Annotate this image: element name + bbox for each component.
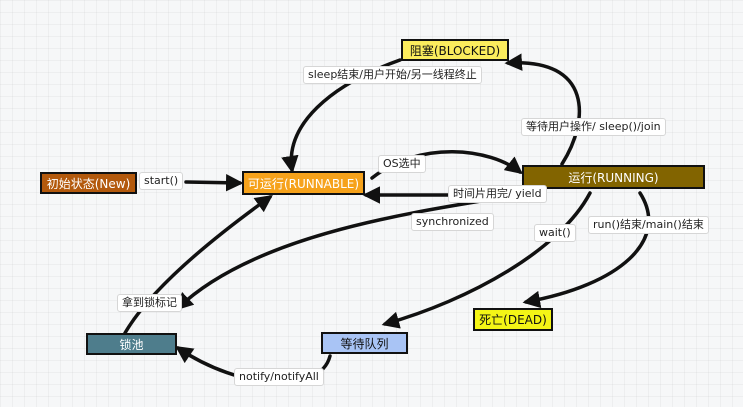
label-synchronized: synchronized [411,213,494,231]
arrow-wait [381,191,592,329]
state-new: 初始状态(New) [40,172,137,194]
state-lock-pool: 锁池 [86,333,177,355]
state-wait-queue-label: 等待队列 [340,336,389,351]
label-notify: notify/notifyAll [234,368,324,386]
state-running-label: 运行(RUNNING) [568,170,659,185]
state-running: 运行(RUNNING) [522,165,705,189]
label-wait: wait() [534,224,576,242]
label-run-end: run()结束/main()结束 [588,216,709,234]
state-runnable: 可运行(RUNNABLE) [242,171,365,195]
state-dead: 死亡(DEAD) [473,308,553,331]
label-os-select: OS选中 [378,155,426,173]
state-runnable-label: 可运行(RUNNABLE) [247,176,360,191]
label-running-to-blocked: 等待用户操作/ sleep()/join [521,118,666,136]
arrow-get-lock [123,194,273,335]
state-dead-label: 死亡(DEAD) [479,313,547,327]
label-get-lock: 拿到锁标记 [117,294,182,312]
state-blocked-label: 阻塞(BLOCKED) [409,43,501,58]
state-wait-queue: 等待队列 [321,332,408,354]
state-lock-pool-label: 锁池 [119,337,144,352]
label-blocked-to-runnable: sleep结束/用户开始/另一线程终止 [303,66,482,84]
arrow-synchronized [175,191,532,311]
arrow-start [184,173,244,192]
arrow-running-to-blocked [504,53,582,166]
label-time-slice-yield: 时间片用完/ yield [448,185,547,203]
state-new-label: 初始状态(New) [46,176,131,191]
arrow-run-end [522,191,651,309]
state-blocked: 阻塞(BLOCKED) [401,39,509,61]
label-start: start() [139,172,184,190]
